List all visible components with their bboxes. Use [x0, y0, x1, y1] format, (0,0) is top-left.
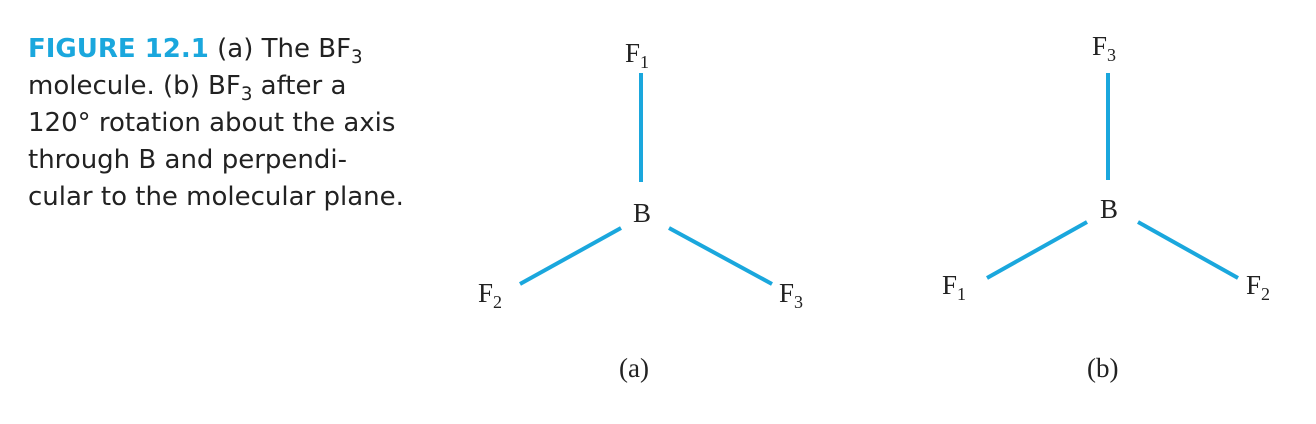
- atom-a-top: F1: [625, 38, 649, 72]
- bond-b-right: [1137, 220, 1239, 280]
- atom-b-left: F1: [942, 270, 966, 304]
- atom-a-right-symbol: F: [779, 278, 794, 308]
- atom-a-left-symbol: F: [478, 278, 493, 308]
- atom-b-center: B: [1100, 194, 1118, 224]
- atom-b-top-index: 3: [1107, 45, 1116, 65]
- caption-line2-subscript: 3: [240, 84, 253, 106]
- figure-caption: FIGURE 12.1 (a) The BF3 molecule. (b) BF…: [28, 31, 448, 216]
- caption-line3: 120° rotation about the axis: [28, 108, 396, 138]
- atom-b-top-symbol: F: [1092, 31, 1107, 61]
- bond-a-right: [668, 226, 773, 286]
- panel-a-label: (a): [619, 353, 649, 383]
- atom-a-center: B: [633, 198, 651, 228]
- bond-a-left: [519, 226, 622, 286]
- caption-line5: cular to the molecular plane.: [28, 182, 404, 212]
- caption-line4: through B and perpendi-: [28, 145, 347, 175]
- caption-line2-tail: after a: [252, 71, 347, 101]
- atom-a-top-index: 1: [640, 52, 649, 72]
- panel-a: F1 B F2 F3 (a): [478, 38, 803, 383]
- panel-b: F3 B F1 F2 (b): [942, 31, 1270, 383]
- atom-b-left-index: 1: [957, 284, 966, 304]
- atom-a-right-index: 3: [794, 292, 803, 312]
- atom-b-right-index: 2: [1261, 284, 1270, 304]
- atom-b-left-symbol: F: [942, 270, 957, 300]
- atom-a-left-index: 2: [493, 292, 502, 312]
- atom-b-right: F2: [1246, 270, 1270, 304]
- atom-a-right: F3: [779, 278, 803, 312]
- caption-line1-text: (a) The BF: [217, 34, 352, 64]
- caption-line2-text: molecule. (b) BF: [28, 71, 241, 101]
- atom-a-top-symbol: F: [625, 38, 640, 68]
- bond-b-left: [986, 220, 1088, 280]
- atom-a-left: F2: [478, 278, 502, 312]
- figure-label: FIGURE 12.1: [28, 34, 209, 64]
- caption-line1-subscript: 3: [351, 47, 363, 69]
- atom-b-top: F3: [1092, 31, 1116, 65]
- panel-b-label: (b): [1087, 353, 1118, 383]
- atom-b-right-symbol: F: [1246, 270, 1261, 300]
